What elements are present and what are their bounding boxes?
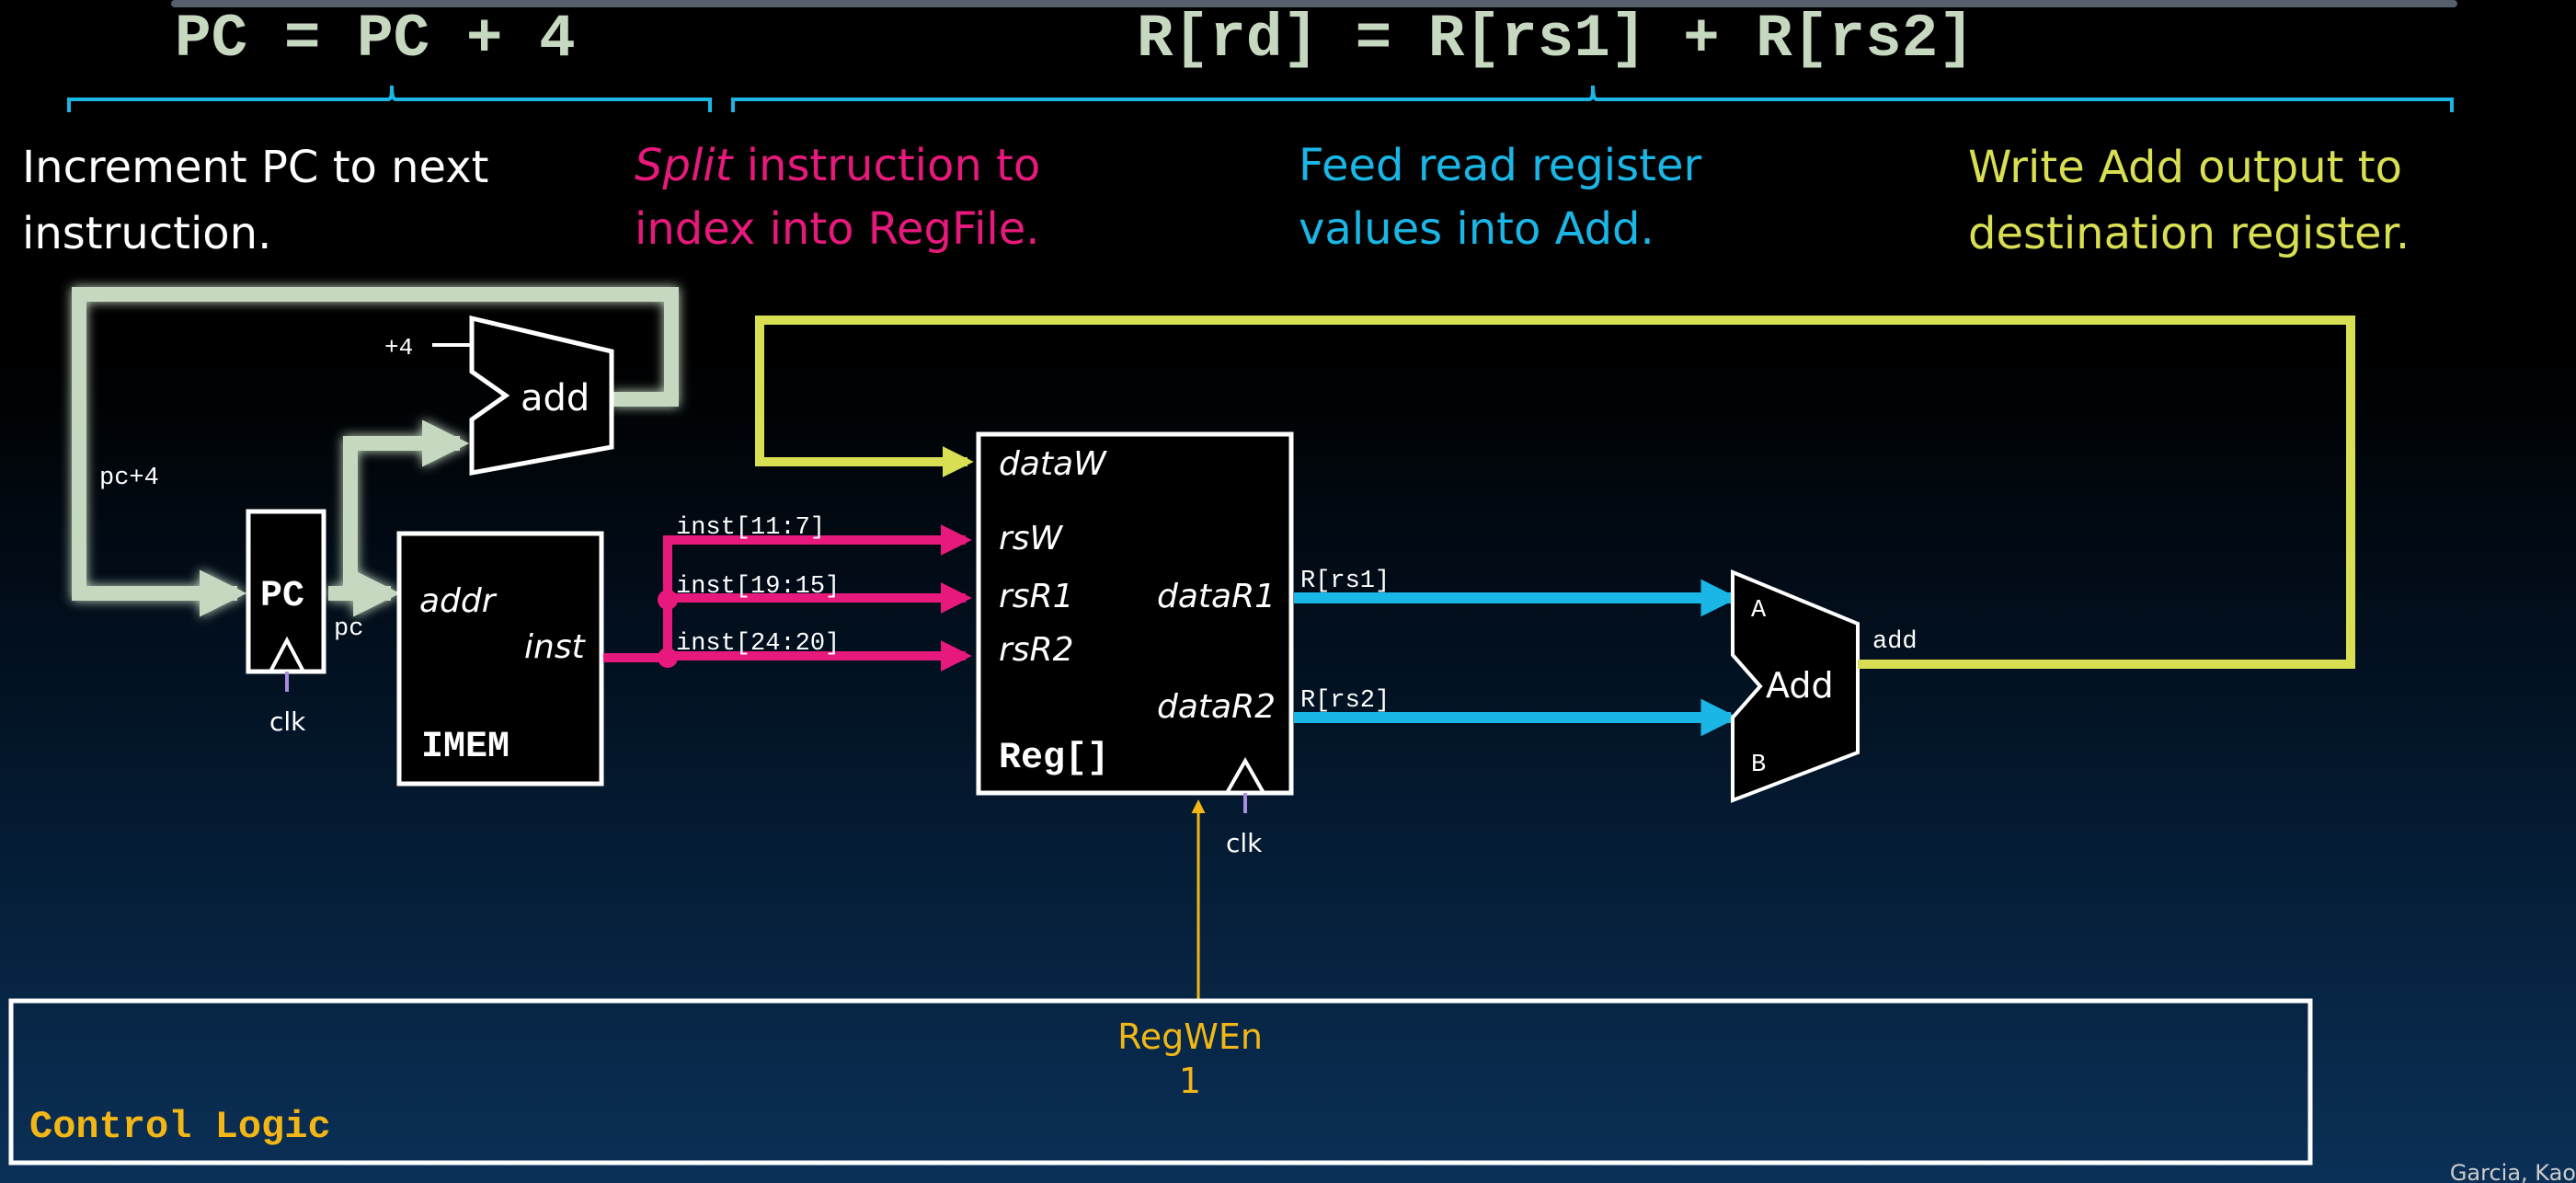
regfile-datar2-label: dataR2 (1157, 688, 1276, 726)
inst-junction-dot (658, 648, 678, 668)
regfile-clock-label: clk (1226, 828, 1263, 858)
plus-4-label: +4 (384, 334, 413, 362)
pc-plus-4-wire (72, 287, 679, 617)
step-feed-add: Feed read register values into Add. (1299, 140, 1716, 255)
alu-input-b-label: B (1751, 752, 1766, 779)
pc-equation: PC = PC + 4 (175, 5, 576, 74)
regwen-signal-value: 1 (1179, 1061, 1201, 1101)
regfile-rsr1-label: rsR1 (999, 578, 1073, 615)
pc-plus-4-label: pc+4 (99, 465, 159, 492)
pc-brace (67, 85, 712, 112)
alu-output-label: add (1872, 628, 1918, 656)
imem-label: IMEM (421, 727, 509, 768)
pc-register-label: PC (260, 576, 304, 617)
pc-adder (469, 315, 614, 477)
regfile-datar1-label: dataR1 (1157, 578, 1276, 615)
inst-field-rs1-label: inst[19:15] (676, 573, 840, 601)
regfile-rsr2-label: rsR2 (999, 631, 1073, 669)
regfile-label: Reg[] (999, 738, 1109, 779)
step-write-back: Write Add output to destination register… (1968, 142, 2416, 259)
read-value-rs1-label: R[rs1] (1300, 568, 1390, 595)
regfile-rsw-label: rsW (999, 520, 1064, 557)
control-logic-block (8, 998, 2313, 1166)
imem-block (396, 531, 604, 787)
register-file (976, 431, 1294, 796)
step-increment-pc: Increment PC to next instruction. (22, 142, 503, 259)
register-brace (731, 85, 2454, 112)
pc-loop (72, 287, 679, 617)
regfile-dataw-label: dataW (999, 445, 1107, 483)
write-back-wire (755, 316, 2355, 669)
imem-addr-label: addr (419, 582, 498, 620)
pc-to-adder-wire (328, 419, 470, 601)
control-logic-label: Control Logic (29, 1105, 331, 1149)
alu-adder (1731, 569, 1860, 803)
top-bar (171, 0, 2457, 7)
pc-output-label: pc (334, 615, 363, 643)
inst-junction-dot (658, 590, 678, 610)
read-value-rs2-label: R[rs2] (1300, 687, 1390, 715)
footer-credit: Garcia, Kao (2449, 1163, 2576, 1183)
inst-field-rs2-label: inst[24:20] (676, 630, 840, 658)
alu-input-a-label: A (1751, 597, 1767, 625)
alu-label: Add (1766, 665, 1834, 706)
regwen-signal-label: RegWEn (1117, 1016, 1263, 1057)
imem-inst-label: inst (524, 628, 587, 666)
pc-clock-icon (269, 636, 305, 672)
pc-clock-label: clk (269, 706, 306, 737)
step-split-instruction: Split instruction to index into RegFile. (635, 140, 1054, 255)
register-equation: R[rd] = R[rs1] + R[rs2] (1137, 5, 1975, 74)
pc-adder-label: add (521, 377, 590, 419)
instruction-field-wires (603, 523, 972, 672)
regfile-clock-icon (1225, 756, 1265, 794)
inst-field-rd-label: inst[11:7] (676, 514, 825, 542)
